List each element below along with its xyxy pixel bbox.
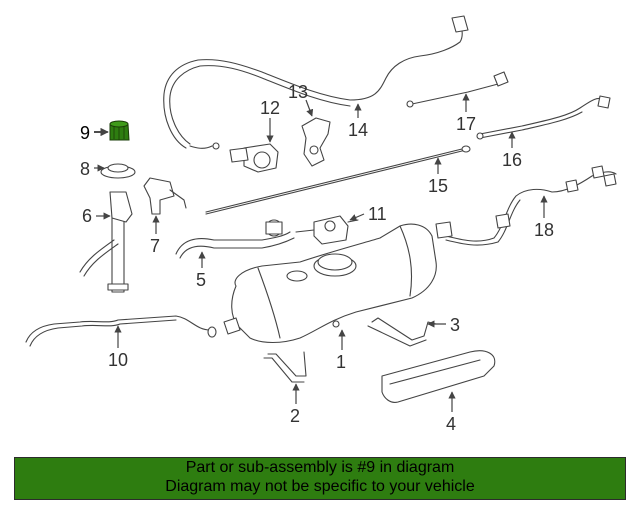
tank-strap-rear-part[interactable] [367,317,437,347]
callout-label-1: 1 [336,352,346,372]
callout-6: 6 [82,206,111,226]
callout-4: 4 [446,391,456,434]
callout-7: 7 [150,215,160,256]
callout-13: 13 [288,82,314,117]
callout-8: 8 [80,159,105,179]
vent-line-part[interactable] [25,315,217,347]
callout-label-5: 5 [196,270,206,290]
callout-17: 17 [456,93,476,134]
callout-label-11: 11 [368,204,387,224]
callout-label-15: 15 [428,176,448,196]
banner-line-2: Diagram may not be specific to your vehi… [165,478,475,495]
callout-label-7: 7 [150,236,160,256]
cable-part[interactable] [476,95,611,140]
fuel-cap-part[interactable] [109,120,130,141]
callout-16: 16 [502,131,522,170]
callout-label-8: 8 [80,159,90,179]
fuel-tank-part[interactable] [223,223,437,344]
cable-short-part[interactable] [406,71,509,108]
filler-neck-part[interactable] [79,191,133,293]
callout-label-14: 14 [348,120,368,140]
tank-shield-part[interactable] [381,350,496,403]
bracket-part[interactable] [143,177,187,215]
tank-strap-front-part[interactable] [263,351,307,383]
callout-5: 5 [196,251,206,290]
callout-label-2: 2 [290,406,300,426]
callout-label-17: 17 [456,114,476,134]
wiring-harness-part[interactable] [435,165,617,246]
filler-hose-part[interactable] [175,219,295,259]
callout-2: 2 [290,383,300,426]
rod-part[interactable] [205,145,471,215]
sensor-part[interactable] [301,117,331,167]
callout-3: 3 [427,315,460,335]
callout-label-16: 16 [502,150,522,170]
pump-part[interactable] [229,143,279,173]
callout-label-13: 13 [288,82,308,102]
callout-label-9: 9 [80,123,90,143]
fuel-line-part[interactable] [163,15,469,150]
parts-diagram: 1 2 3 4 5 6 7 8 9 10 11 12 [25,15,617,434]
banner-line-1: Part or sub-assembly is #9 in diagram [185,459,455,476]
callout-label-3: 3 [450,315,460,335]
callout-9: 9 [80,123,109,143]
callout-1: 1 [336,329,346,372]
lock-ring-part[interactable] [100,163,136,179]
valve-part[interactable] [295,215,359,245]
callout-label-4: 4 [446,414,456,434]
callout-11: 11 [349,204,387,224]
callout-14: 14 [348,103,368,140]
callout-label-10: 10 [108,350,128,370]
info-banner: Part or sub-assembly is #9 in diagram Di… [14,457,626,500]
callout-18: 18 [534,195,554,240]
callout-label-6: 6 [82,206,92,226]
callout-12: 12 [260,98,280,143]
callout-10: 10 [108,325,128,370]
callout-label-18: 18 [534,220,554,240]
callout-label-12: 12 [260,98,280,118]
callout-15: 15 [428,157,448,196]
